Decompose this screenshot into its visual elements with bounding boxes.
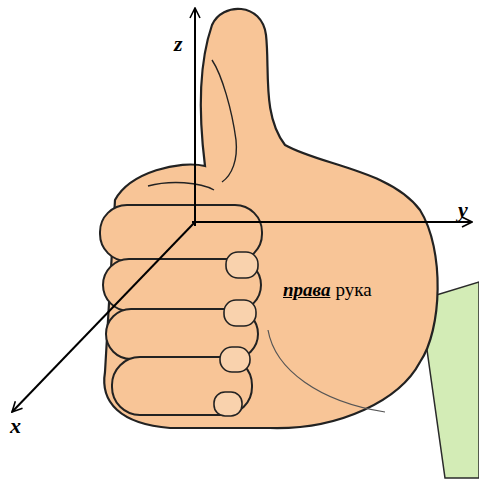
hand-label: рука <box>335 280 371 301</box>
fingernail <box>224 300 256 326</box>
axis-label: z <box>174 32 183 56</box>
axis-label: x <box>10 414 21 438</box>
palm-crease <box>268 330 385 412</box>
fingernail <box>220 347 250 372</box>
knuckle-line <box>148 183 214 190</box>
axis-label: y <box>458 198 468 222</box>
z-axis <box>194 8 196 226</box>
fingernail <box>226 252 258 278</box>
fingernail <box>214 392 242 416</box>
x-axis <box>12 222 195 412</box>
y-axis <box>192 221 472 223</box>
hand-label: права <box>283 280 330 301</box>
thumb-crease <box>212 60 236 182</box>
